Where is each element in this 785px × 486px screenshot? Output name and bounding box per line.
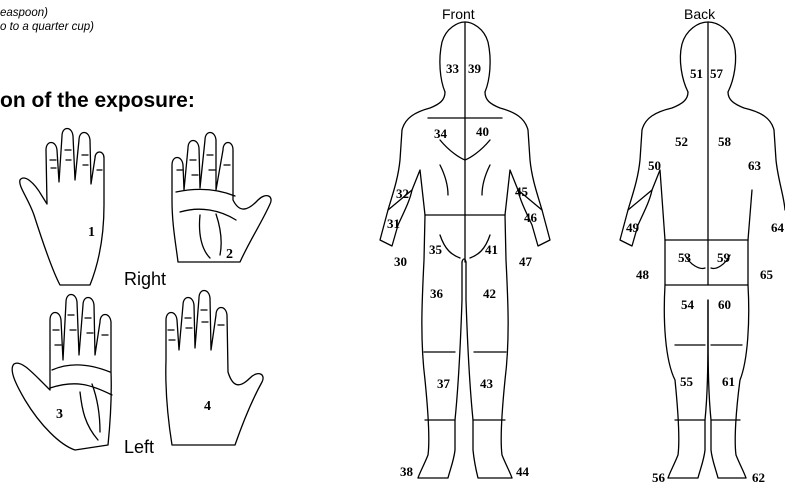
back-region-62: 62	[752, 470, 765, 485]
front-region-34: 34	[434, 126, 448, 141]
hand-3-left-palm	[12, 295, 112, 451]
front-region-37: 37	[437, 376, 451, 391]
front-region-35: 35	[429, 242, 443, 257]
front-region-39: 39	[468, 61, 482, 76]
front-region-44: 44	[516, 464, 530, 479]
hand-label-3: 3	[56, 407, 63, 422]
front-region-47: 47	[519, 254, 533, 269]
back-region-63: 63	[748, 158, 762, 173]
front-region-42: 42	[483, 286, 496, 301]
back-body-outline	[620, 22, 785, 478]
back-region-54: 54	[681, 297, 695, 312]
front-region-30: 30	[394, 254, 407, 269]
front-region-31: 31	[387, 216, 400, 231]
hand-label-2: 2	[226, 247, 233, 262]
hand-label-1: 1	[88, 225, 95, 240]
back-region-59: 59	[717, 250, 731, 265]
hand-2-right-palm	[172, 133, 271, 263]
front-region-43: 43	[480, 376, 494, 391]
back-region-50: 50	[648, 158, 661, 173]
back-region-58: 58	[718, 134, 732, 149]
hand-1-right-back	[20, 129, 104, 286]
back-region-48: 48	[636, 267, 650, 282]
front-body-outline	[380, 22, 550, 478]
back-region-65: 65	[760, 267, 774, 282]
back-region-53: 53	[678, 250, 692, 265]
back-region-51: 51	[690, 66, 703, 81]
hand-label-4: 4	[204, 399, 211, 414]
right-hand-caption: Right	[124, 269, 166, 289]
back-region-52: 52	[675, 134, 688, 149]
front-region-41: 41	[485, 242, 498, 257]
front-region-45: 45	[515, 184, 529, 199]
front-region-36: 36	[430, 286, 444, 301]
back-region-55: 55	[680, 374, 694, 389]
back-region-61: 61	[722, 374, 735, 389]
back-region-56: 56	[652, 470, 666, 485]
front-region-40: 40	[476, 124, 489, 139]
front-region-32: 32	[396, 186, 409, 201]
back-region-49: 49	[626, 220, 640, 235]
back-region-60: 60	[718, 297, 731, 312]
left-hand-caption: Left	[124, 437, 154, 457]
front-region-46: 46	[524, 210, 538, 225]
front-region-33: 33	[446, 61, 460, 76]
back-region-57: 57	[710, 66, 724, 81]
back-region-64: 64	[771, 220, 785, 235]
front-region-38: 38	[400, 464, 414, 479]
hand-4-left-back	[166, 291, 263, 446]
